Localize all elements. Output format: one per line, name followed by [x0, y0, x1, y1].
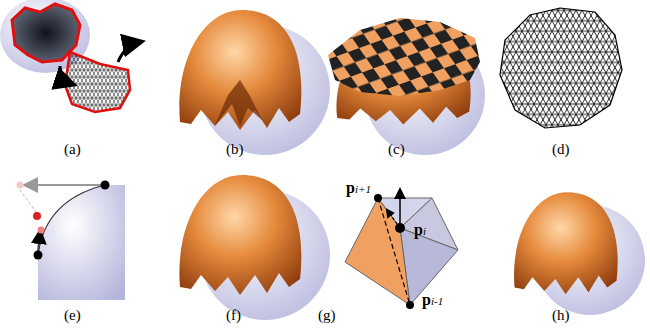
panel-e	[17, 181, 126, 301]
panel-label: (d)	[552, 142, 570, 157]
panel-f	[179, 175, 330, 320]
point-label: pi-1	[422, 292, 443, 308]
panel-g	[345, 190, 458, 309]
panel-label: (f)	[226, 308, 241, 323]
panel-b	[179, 10, 330, 155]
panel-c	[328, 18, 485, 155]
panel-label: (e)	[64, 308, 81, 323]
panel-a	[0, 0, 140, 112]
panel-label: (g)	[318, 308, 336, 323]
panel-d	[500, 8, 622, 128]
point-label: pi	[414, 222, 426, 238]
panel-h	[514, 192, 645, 315]
point-label: pi+1	[346, 180, 371, 196]
panel-label: (h)	[552, 308, 570, 323]
panel-label: (a)	[64, 142, 81, 157]
panel-label: (c)	[388, 142, 405, 157]
panel-label: (b)	[226, 142, 244, 157]
